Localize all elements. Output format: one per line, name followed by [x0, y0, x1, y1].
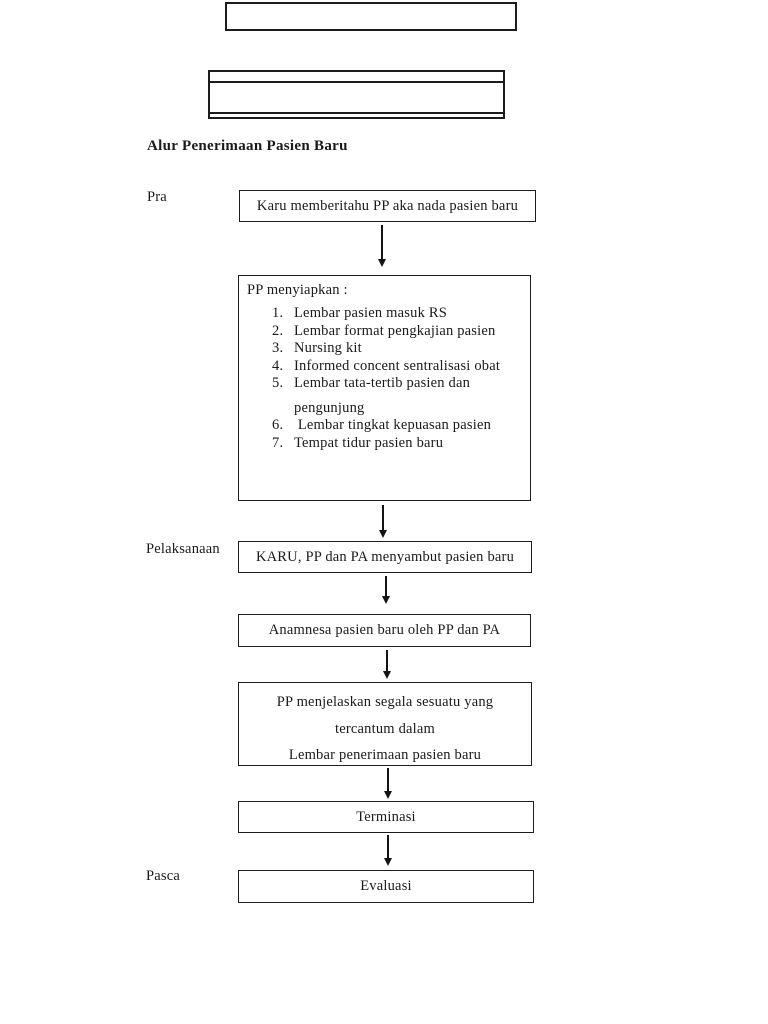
- stage-label-pelaksanaan: Pelaksanaan: [146, 541, 220, 557]
- prep-item-text: Lembar format pengkajian pasien: [294, 322, 496, 339]
- prep-item-number: 1.: [272, 305, 284, 321]
- stage-label-pra: Pra: [147, 189, 167, 205]
- flow-box-explain: PP menjelaskan segala sesuatu yang terca…: [238, 682, 532, 766]
- header-box-empty-1: [225, 2, 517, 31]
- flow-box-anamnesa: Anamnesa pasien baru oleh PP dan PA: [238, 614, 531, 647]
- arrow-head-icon: [379, 530, 387, 538]
- flow-box-welcome-label: KARU, PP dan PA menyambut pasien baru: [255, 548, 515, 565]
- arrow-head-icon: [384, 858, 392, 866]
- prep-list-item: 4. Informed concent sentralisasi obat: [247, 358, 522, 376]
- prep-item-number: 4.: [272, 357, 284, 374]
- prep-list-item: 7. Tempat tidur pasien baru: [247, 435, 522, 453]
- flow-arrow-1: [377, 225, 387, 267]
- prep-item-number: 5.: [272, 375, 284, 391]
- arrow-head-icon: [383, 671, 391, 679]
- prep-item-text: Tempat tidur pasien baru: [294, 434, 444, 451]
- header-box-divider-bottom: [210, 112, 503, 114]
- prep-item-text: Nursing kit: [294, 340, 362, 356]
- arrow-head-icon: [384, 791, 392, 799]
- flow-box-terminasi: Terminasi: [238, 801, 534, 833]
- flow-box-terminasi-label: Terminasi: [356, 808, 416, 825]
- flow-box-notify-label: Karu memberitahu PP aka nada pasien baru: [256, 197, 519, 214]
- flow-arrow-2: [378, 505, 388, 538]
- flow-arrow-5: [383, 768, 393, 799]
- stage-label-pasca: Pasca: [146, 868, 181, 884]
- flow-box-anamnesa-label: Anamnesa pasien baru oleh PP dan PA: [268, 622, 501, 638]
- flow-arrow-4: [382, 650, 392, 679]
- arrow-shaft: [387, 768, 389, 791]
- prep-list-item: 3. Nursing kit: [247, 340, 522, 358]
- explain-line-2: tercantum dalam: [334, 720, 436, 737]
- flow-box-evaluasi: Evaluasi: [238, 870, 534, 903]
- arrow-shaft: [386, 650, 388, 671]
- header-box-empty-2: [208, 70, 505, 119]
- flow-box-notify: Karu memberitahu PP aka nada pasien baru: [239, 190, 536, 222]
- arrow-head-icon: [378, 259, 386, 267]
- prep-list-item: 5. Lembar tata-tertib pasien dan: [247, 375, 522, 393]
- flow-box-welcome: KARU, PP dan PA menyambut pasien baru: [238, 541, 532, 573]
- flow-arrow-6: [383, 835, 393, 866]
- arrow-shaft: [382, 505, 384, 530]
- prep-item-number: 7.: [272, 434, 284, 451]
- flow-arrow-3: [381, 576, 391, 604]
- prep-list-item: 1. Lembar pasien masuk RS: [247, 305, 522, 323]
- prep-item-text: Lembar pasien masuk RS: [294, 305, 447, 321]
- prep-item-text: Lembar tata-tertib pasien dan: [294, 375, 471, 391]
- prep-item-number: 3.: [272, 340, 284, 356]
- prep-list-item: 2. Lembar format pengkajian pasien: [247, 323, 522, 341]
- page-title: Alur Penerimaan Pasien Baru: [147, 138, 348, 154]
- arrow-shaft: [381, 225, 383, 259]
- prep-title: PP menyiapkan :: [247, 282, 348, 298]
- header-box-divider-top: [210, 81, 503, 83]
- arrow-shaft: [385, 576, 387, 596]
- prep-item-continuation: pengunjung: [294, 399, 365, 416]
- prep-item-text: Lembar tingkat kepuasan pasien: [294, 417, 492, 433]
- arrow-shaft: [387, 835, 389, 858]
- flow-box-evaluasi-label: Evaluasi: [360, 878, 412, 894]
- explain-line-3: Lembar penerimaan pasien baru: [288, 747, 482, 763]
- prep-list-item: 6. Lembar tingkat kepuasan pasien: [247, 417, 522, 435]
- prep-item-text: Informed concent sentralisasi obat: [294, 357, 501, 374]
- flow-box-prep: PP menyiapkan : 1. Lembar pasien masuk R…: [238, 275, 531, 501]
- prep-item-number: 6.: [272, 417, 284, 433]
- prep-item-number: 2.: [272, 322, 284, 339]
- explain-line-1: PP menjelaskan segala sesuatu yang: [276, 694, 494, 710]
- arrow-head-icon: [382, 596, 390, 604]
